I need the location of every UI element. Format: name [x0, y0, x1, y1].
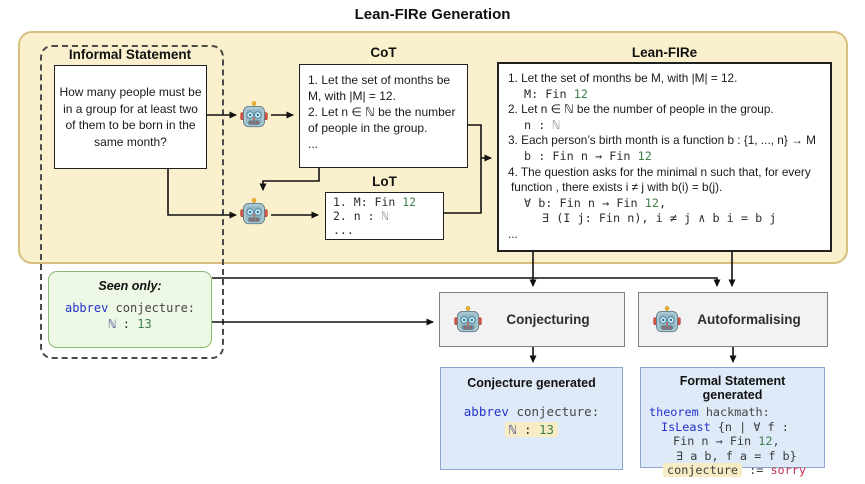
formal-code-line-2: IsLeast {n | ∀ f :: [661, 419, 789, 434]
seen-only-code: abbrev conjecture: ℕ : 13: [49, 300, 211, 332]
conjecture-code-line-2: ℕ : 13: [441, 421, 622, 439]
seen-only-label: Seen only:: [98, 279, 162, 293]
cot-heading: CoT: [370, 45, 397, 60]
seen-only-code-line-1: abbrev conjecture:: [64, 301, 196, 315]
lot-heading: LoT: [372, 174, 397, 189]
lot-line-2: 2. n : ℕ: [333, 208, 389, 223]
cot-line-1: 1. Let the set of months be M, with |M| …: [308, 73, 451, 103]
leanfire-code-3: b : Fin n → Fin 12: [524, 148, 652, 163]
robot-icon: [454, 305, 482, 334]
robot-icon: [240, 198, 268, 226]
conjecturing-box: Conjecturing: [439, 292, 625, 347]
conjecture-generated-code: abbrev conjecture: ℕ : 13: [441, 403, 622, 438]
leanfire-code-5: ∃ (I j: Fin n), i ≠ j ∧ b i = b j: [542, 211, 777, 226]
formal-statement-box: Formal Statement generated theorem hackm…: [640, 367, 825, 478]
informal-statement-heading: Informal Statement: [68, 47, 192, 62]
formal-code-line-3: Fin n → Fin 12,: [673, 434, 780, 449]
autoformalising-label: Autoformalising: [697, 312, 801, 327]
informal-question-text: How many people must be in a group for a…: [59, 85, 202, 149]
cot-ellipsis: ...: [308, 137, 319, 151]
figure-title: Lean-FIRe Generation: [354, 6, 511, 23]
formal-statement-title: Formal Statement generated: [679, 374, 786, 402]
leanfire-step-4a: 4. The question asks for the minimal n s…: [508, 164, 811, 179]
conjecture-code-line-1: abbrev conjecture:: [463, 404, 600, 419]
leanfire-ellipsis: ...: [508, 226, 518, 241]
lot-ellipsis: ...: [333, 222, 354, 237]
leanfire-step-3: 3. Each person’s birth month is a functi…: [508, 133, 816, 148]
leanfire-box: 1. Let the set of months be M, with |M| …: [497, 62, 832, 252]
cot-box: 1. Let the set of months be M, with |M| …: [299, 64, 468, 168]
robot-icon: [240, 101, 268, 129]
conjecturing-label: Conjecturing: [506, 312, 590, 327]
leanfire-heading: Lean-FIRe: [631, 45, 698, 60]
lot-box: 1. M: Fin 12 2. n : ℕ ...: [325, 192, 444, 240]
leanfire-step-1: 1. Let the set of months be M, with |M| …: [508, 71, 738, 85]
autoformalising-box: Autoformalising: [638, 292, 828, 347]
informal-question-box: How many people must be in a group for a…: [54, 65, 207, 169]
seen-only-box: Seen only: abbrev conjecture: ℕ : 13: [48, 271, 212, 348]
lot-line-1: 1. M: Fin 12: [333, 195, 417, 209]
conjecture-generated-box: Conjecture generated abbrev conjecture: …: [440, 367, 623, 470]
formal-code-line-4: ∃ a b, f a = f b}: [676, 448, 797, 463]
cot-line-2: 2. Let n ∈ ℕ be the number of people in …: [308, 105, 456, 135]
formal-code-line-5: conjecture := sorry: [649, 463, 816, 478]
formal-code-line-1: theorem hackmath:: [649, 405, 770, 419]
leanfire-code-2: n : ℕ: [524, 117, 560, 132]
conjecture-generated-title: Conjecture generated: [467, 376, 596, 390]
robot-icon: [653, 305, 681, 334]
leanfire-code-1: M: Fin 12: [524, 86, 588, 101]
leanfire-step-2: 2. Let n ∈ ℕ be the number of people in …: [508, 102, 774, 117]
leanfire-step-4b: function , there exists i ≠ j with b(i) …: [511, 180, 723, 195]
leanfire-code-4: ∀ b: Fin n → Fin 12,: [524, 195, 667, 210]
seen-only-code-line-2: ℕ : 13: [108, 317, 152, 331]
